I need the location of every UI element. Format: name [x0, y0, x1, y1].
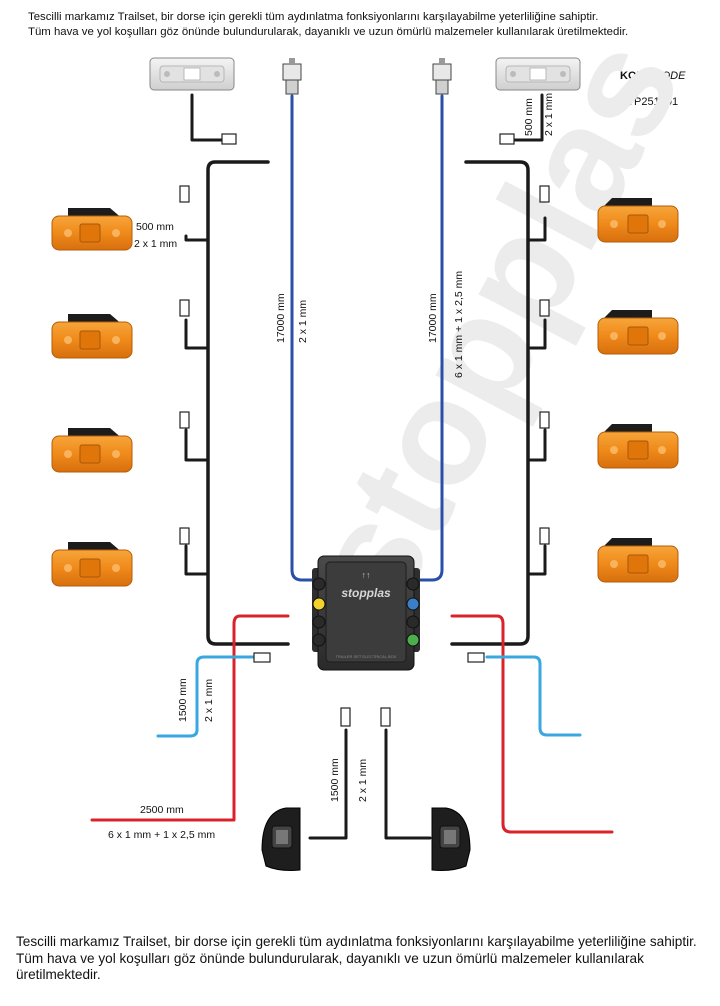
- blue-spec-label: 2 x 1 mm: [203, 679, 215, 722]
- left-top-plug: [282, 58, 302, 95]
- code-separator: /: [644, 70, 654, 82]
- product-code-block: KOD / CODE STP251001: [620, 70, 685, 108]
- left-trunk-wire: [206, 160, 290, 646]
- red-length-label: 2500 mm: [140, 804, 184, 816]
- right-branch-1: [526, 216, 547, 242]
- bottom-right-connector: [380, 707, 391, 727]
- plate-length-label: 500 mm: [523, 98, 535, 136]
- right-connector-4: [539, 527, 550, 545]
- intro-line-2: Tüm hava ve yol koşulları göz önünde bul…: [28, 26, 629, 38]
- left-plate-connector: [221, 133, 237, 145]
- left-plate-lamp: [261, 807, 301, 871]
- right-main-blue-wire: [410, 94, 444, 582]
- left-branch-1: [184, 234, 210, 242]
- left-light-blue-connector: [253, 652, 271, 663]
- right-clear-lamp: [495, 57, 581, 91]
- right-main-length-label: 17000 mm: [427, 293, 439, 343]
- right-plate-lamp: [431, 807, 471, 871]
- bottom-spec-label: 2 x 1 mm: [357, 759, 369, 802]
- right-side-lamp-1: [597, 198, 679, 243]
- left-side-lamp-4: [51, 542, 133, 587]
- plate-spec-label: 2 x 1 mm: [543, 93, 555, 136]
- left-main-spec-label: 2 x 1 mm: [297, 300, 309, 343]
- right-plate-lamp-wire: [384, 728, 432, 840]
- right-plate-wire: [513, 93, 544, 142]
- right-connector-3: [539, 411, 550, 429]
- right-side-lamp-2: [597, 310, 679, 355]
- intro-line-1: Tescilli markamız Trailset, bir dorse iç…: [28, 11, 599, 23]
- left-connector-1: [179, 185, 190, 203]
- left-side-lamp-1: [51, 208, 133, 251]
- right-side-lamp-3: [597, 424, 679, 469]
- right-branch-3: [526, 428, 547, 462]
- bottom-left-connector: [340, 707, 351, 727]
- code-label-tr: KOD: [620, 70, 645, 82]
- box-arrow-symbol: ↑↑: [362, 570, 371, 580]
- right-connector-1: [539, 185, 550, 203]
- left-connector-3: [179, 411, 190, 429]
- right-branch-4: [526, 544, 547, 576]
- right-light-blue-connector: [467, 652, 485, 663]
- right-plate-connector: [499, 133, 515, 145]
- left-main-blue-wire: [290, 94, 320, 582]
- right-main-spec-label: 6 x 1 mm + 1 x 2,5 mm: [453, 271, 465, 378]
- side-spec-label: 2 x 1 mm: [134, 238, 177, 250]
- left-light-blue-wire: [156, 655, 257, 738]
- left-connector-2: [179, 299, 190, 317]
- left-branch-4: [184, 544, 210, 576]
- left-main-length-label: 17000 mm: [275, 293, 287, 343]
- left-clear-lamp: [149, 57, 235, 91]
- bottom-length-label: 1500 mm: [329, 758, 341, 802]
- right-light-blue-wire: [485, 655, 582, 737]
- right-red-wire: [450, 614, 614, 834]
- right-trunk-wire: [450, 160, 530, 646]
- product-code: STP251001: [620, 96, 679, 108]
- left-red-wire: [90, 614, 290, 822]
- red-spec-label: 6 x 1 mm + 1 x 2,5 mm: [108, 829, 215, 841]
- left-plate-lamp-wire: [308, 728, 348, 840]
- right-connector-2: [539, 299, 550, 317]
- side-length-label: 500 mm: [136, 221, 174, 233]
- left-side-lamp-3: [51, 428, 133, 473]
- left-branch-3: [184, 428, 210, 462]
- code-label-en: CODE: [653, 70, 686, 82]
- right-branch-2: [526, 318, 547, 350]
- outro-text: Tescilli markamız Trailset, bir dorse iç…: [16, 934, 697, 982]
- junction-box: ↑↑ stopplas TRAILER SET ELECTRICAL BOX: [312, 555, 420, 671]
- box-brand-logo: stopplas: [341, 586, 391, 600]
- intro-text: Tescilli markamız Trailset, bir dorse iç…: [28, 10, 718, 40]
- left-side-lamp-2: [51, 314, 133, 359]
- right-side-lamp-4: [597, 538, 679, 583]
- right-top-plug: [432, 58, 452, 95]
- box-footer-text: TRAILER SET ELECTRICAL BOX: [336, 654, 397, 659]
- left-connector-4: [179, 527, 190, 545]
- left-plate-wire: [190, 93, 224, 142]
- blue-length-label: 1500 mm: [177, 678, 189, 722]
- left-branch-2: [184, 318, 210, 350]
